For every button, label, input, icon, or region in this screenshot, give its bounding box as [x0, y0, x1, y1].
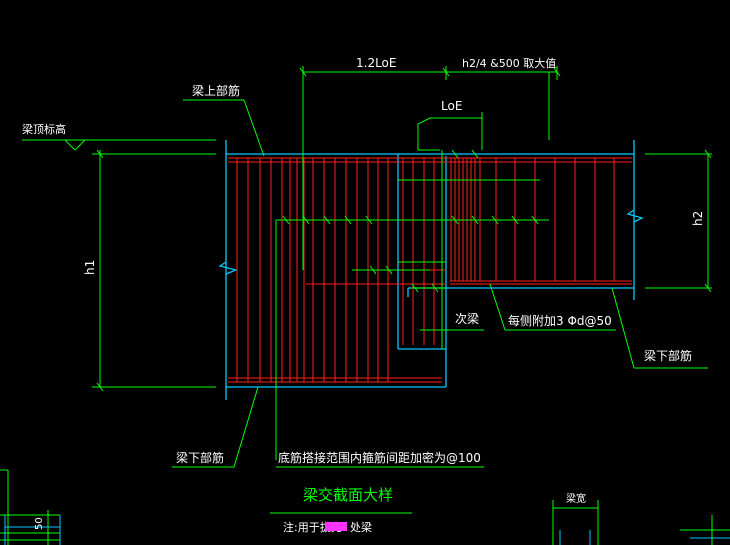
label-beam-bottom-rebar-left: 梁下部筋 — [176, 450, 224, 465]
label-stirrup-note: 底筋搭接范围内箍筋间距加密为@100 — [278, 450, 481, 465]
corner-dim-50: 50 — [34, 517, 45, 530]
label-h2: h2 — [691, 211, 705, 226]
label-beam-bottom-rebar-right: 梁下部筋 — [644, 348, 692, 363]
note-highlight-swatch — [325, 522, 347, 531]
drawing-title: 梁交截面大样 — [303, 486, 393, 504]
label-dim-h2-4: h2/4 &500 取大值 — [462, 56, 556, 70]
label-dim-1-2-loe: 1.2LoE — [356, 56, 396, 70]
note-suffix: 处梁 — [350, 520, 372, 534]
dimension-ticks — [96, 67, 712, 392]
label-beam-top-rebar: 梁上部筋 — [192, 83, 240, 98]
label-side-extra-stirrups: 每侧附加3 Φd@50 — [508, 313, 612, 328]
corner-detail-right-cyan — [559, 530, 730, 545]
beam-outline — [218, 140, 644, 400]
rebar-lines — [228, 157, 632, 383]
corner-detail-right — [552, 500, 730, 545]
label-h1: h1 — [83, 260, 97, 275]
corner-detail-left-cyan — [4, 515, 61, 545]
corner-beam-width: 梁宽 — [566, 492, 586, 505]
label-beam-top-elevation: 梁顶标高 — [22, 122, 66, 136]
label-dim-loe: LoE — [441, 99, 462, 113]
corner-detail-left — [0, 469, 60, 545]
dimension-lines — [22, 66, 712, 514]
label-secondary-beam: 次梁 — [455, 311, 479, 326]
